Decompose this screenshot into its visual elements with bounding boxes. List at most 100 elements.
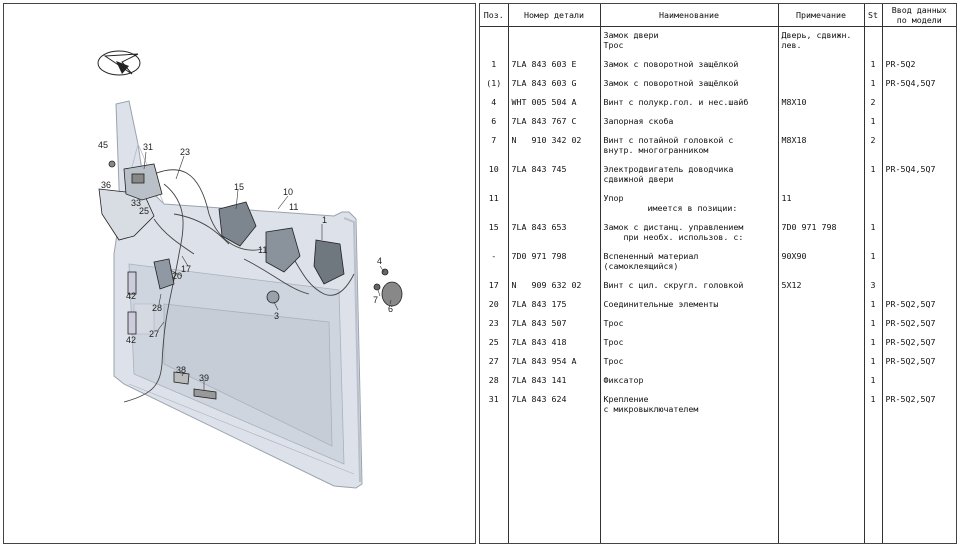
cell-part-number: 7LA 843 767 C [508, 113, 601, 132]
header-part-number: Номер детали [508, 4, 601, 27]
cell-name: Замок с поворотной защёлкой [600, 56, 779, 75]
callout-45: 45 [98, 140, 108, 150]
cell-model [882, 248, 956, 277]
cell-note-line: M8X10 [781, 97, 807, 107]
cell-name-line: Винт с цил. скругл. головкой [603, 280, 744, 290]
cell-name: Замок с поворотной защёлкой [600, 75, 779, 94]
cell-name-line: при необх. использов. с: [623, 232, 744, 242]
cell-name: Трос [600, 334, 779, 353]
cell-pos: 28 [480, 372, 509, 391]
table-filler-row [480, 420, 956, 543]
header-model: Ввод данных по модели [882, 4, 956, 27]
cell-name-line: Вспененный материал [603, 251, 699, 261]
cell-model: PR-5Q4,5Q7 [885, 78, 936, 88]
header-st: St [864, 4, 883, 27]
cell-name: Трос [600, 315, 779, 334]
cell-model [882, 94, 956, 113]
cell-model: PR-5Q2 [885, 59, 916, 69]
cell-pos: 11 [480, 190, 509, 219]
cell-name-line: внутр. многогранником [603, 145, 709, 155]
cell-st: 1 [864, 248, 883, 277]
cell-name-line: Упор [603, 193, 624, 203]
cell-name-line: Замок двери [603, 30, 659, 40]
cell-part-number: N 910 342 02 [508, 132, 601, 161]
cell-note-line: Дверь, сдвижн. [781, 30, 852, 40]
cell-note [778, 353, 865, 372]
cell-st: 1 [864, 315, 883, 334]
cell-name-line: Винт с полукр.гол. и нес.шайб [603, 97, 749, 107]
callout-36: 36 [101, 180, 111, 190]
cell-pos: 27 [480, 353, 509, 372]
cell-part-number: 7LA 843 507 [508, 315, 601, 334]
cell-st: 1 [864, 391, 883, 420]
cell-part-number: 7LA 843 418 [508, 334, 601, 353]
cell-name: Соединительные элементы [600, 296, 779, 315]
callout-7: 7 [373, 295, 378, 305]
cell-note [778, 113, 865, 132]
callout-38: 38 [176, 365, 186, 375]
cell-st [864, 190, 883, 219]
door-panel-drawing [113, 100, 363, 489]
callout-10: 10 [283, 187, 293, 197]
cell-pos: 23 [480, 315, 509, 334]
cell-name-line: Замок с поворотной защёлкой [603, 59, 739, 69]
callout-25: 25 [139, 206, 149, 216]
cell-st: 1 [864, 372, 883, 391]
cell-name-line: сдвижной двери [603, 174, 674, 184]
cell-note: 90X90 [778, 248, 865, 277]
callout-20: 20 [172, 271, 182, 281]
cell-note-line: M8X18 [781, 135, 807, 145]
cell-name-line: Соединительные элементы [603, 299, 719, 309]
cell-model [882, 277, 956, 296]
cell-part-number: 7LA 843 141 [508, 372, 601, 391]
cell-model [882, 113, 956, 132]
cell-note [778, 391, 865, 420]
cell-name-line: Трос [603, 356, 624, 366]
cell-pos: 15 [480, 219, 509, 248]
cable-drawing [123, 169, 355, 403]
cell-part-number: 7LA 843 603 E [508, 56, 601, 75]
cell-st: 1 [864, 296, 883, 315]
orientation-icon [97, 50, 141, 76]
cell-note-line: 90X90 [781, 251, 807, 261]
cell-name-line: Фиксатор [603, 375, 644, 385]
callout-6: 6 [388, 304, 393, 314]
callout-11-mid: 11 [258, 245, 267, 255]
cell-name-line: с микровыключателем [603, 404, 699, 414]
callout-4: 4 [377, 256, 382, 266]
cell-part-number: 7LA 843 175 [508, 296, 601, 315]
exploded-diagram: 45 31 23 36 33 25 15 10 11 1 4 7 6 3 17 … [97, 50, 403, 489]
cell-note [778, 334, 865, 353]
cell-model: PR-5Q2,5Q7 [885, 337, 936, 347]
cell-pos: 7 [480, 132, 509, 161]
cell-st: 2 [864, 132, 883, 161]
cell-model: PR-5Q2,5Q7 [885, 318, 936, 328]
cell-part-number [508, 190, 601, 219]
callout-1: 1 [322, 215, 327, 225]
cell-st: 2 [864, 94, 883, 113]
cell-part-number: WHT 005 504 A [508, 94, 601, 113]
cell-st: 1 [864, 353, 883, 372]
cell-pos: (1) [480, 75, 509, 94]
